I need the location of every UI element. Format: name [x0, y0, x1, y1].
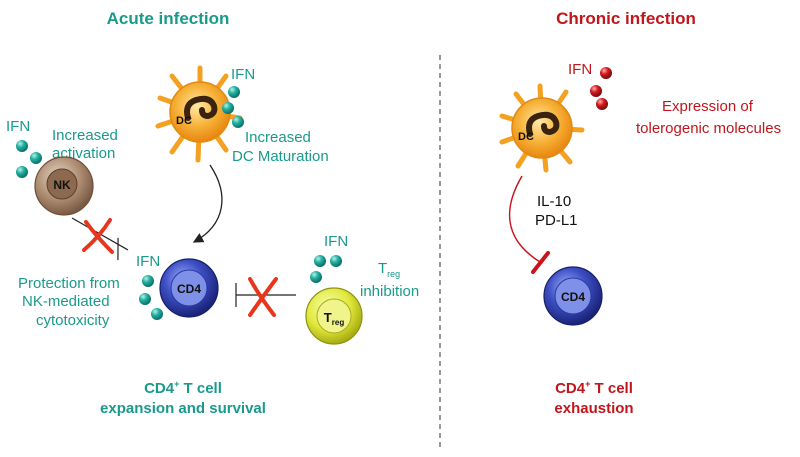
protection-line1: Protection from: [18, 275, 120, 292]
nk-label: NK: [53, 178, 71, 192]
pdl1-label: PD-L1: [535, 212, 578, 229]
tolerogenic-line1: Expression of: [662, 98, 754, 115]
nk-inhibition-blocked: [71, 217, 129, 261]
acute-summary-line1: CD4+ T cell: [144, 379, 222, 397]
protection-line2: NK-mediated: [22, 293, 110, 310]
dendritic-cell-chronic: DC: [499, 83, 585, 173]
cd4-label-chronic: CD4: [561, 290, 585, 304]
acute-summary-line2: expansion and survival: [100, 400, 266, 417]
treg-cell: Treg: [305, 287, 363, 345]
nk-cell: NK: [34, 156, 94, 216]
dc-to-cd4-arrow: [192, 164, 223, 243]
cd4-cell-chronic: CD4: [543, 266, 603, 326]
treg-inhibition-blocked: [235, 277, 296, 317]
cd4-cell-acute: CD4: [159, 258, 219, 318]
chronic-summary-line1: CD4+ T cell: [555, 379, 633, 397]
nk-caption-line1: Increased: [52, 127, 118, 144]
treg-inhibition-line2: inhibition: [360, 283, 419, 300]
dendritic-cell-acute: DC: [155, 65, 243, 163]
ifn-label-cd4: IFN: [136, 253, 160, 270]
dc-label-acute: DC: [176, 115, 192, 127]
dc-caption-line1: Increased: [245, 129, 311, 146]
il10-label: IL-10: [537, 193, 571, 210]
protection-line3: cytotoxicity: [36, 312, 110, 329]
ifn-cluster-cd4: [139, 275, 163, 320]
ifn-cluster-chronic: [590, 67, 612, 110]
ifn-label-nk: IFN: [6, 118, 30, 135]
ifn-label-treg: IFN: [324, 233, 348, 250]
cd4-label-acute: CD4: [177, 282, 201, 296]
chronic-title: Chronic infection: [556, 9, 696, 28]
chronic-summary-line2: exhaustion: [554, 400, 633, 417]
dc-caption-line2: DC Maturation: [232, 148, 329, 165]
ifn-cluster-treg: [310, 255, 342, 283]
tolerogenic-line2: tolerogenic molecules: [636, 120, 781, 137]
treg-label: Treg: [324, 310, 345, 327]
dc-inhibits-cd4: [508, 175, 550, 274]
ifn-cluster-dc: [222, 86, 244, 128]
acute-title: Acute infection: [107, 9, 230, 28]
ifn-label-chronic: IFN: [568, 61, 592, 78]
ifn-cluster-nk: [16, 140, 42, 178]
treg-inhibition-line1: Treg: [378, 260, 400, 279]
dc-label-chronic: DC: [518, 131, 534, 143]
ifn-label-dc: IFN: [231, 66, 255, 83]
